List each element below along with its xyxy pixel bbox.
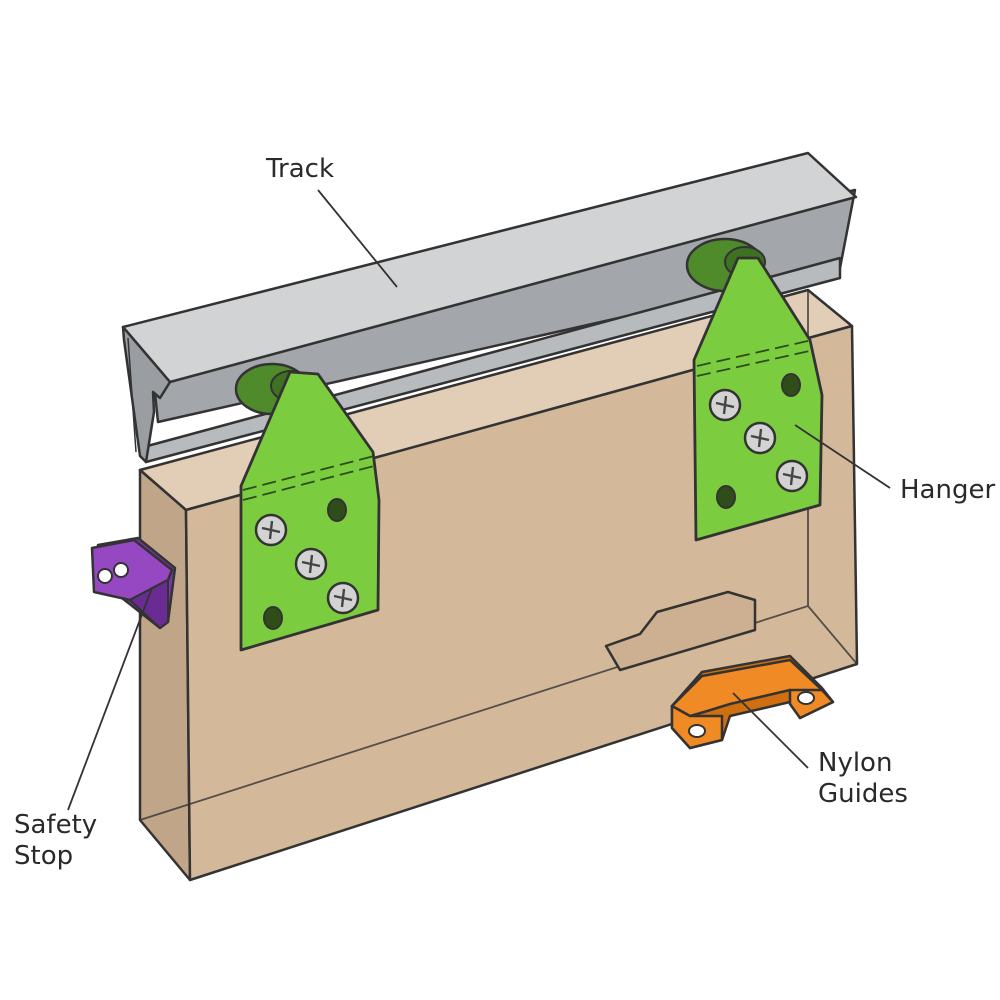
track-label-text: Track [266, 154, 335, 184]
phillips-screw-icon [708, 388, 742, 422]
safety-stop-leader-line [67, 587, 153, 811]
nylon-guide-channel [604, 590, 757, 672]
safety-stop-label: Safety Stop [14, 810, 97, 872]
nylon-guides-leader-line [732, 692, 809, 769]
hanger-plate [239, 370, 381, 652]
safety-stop [90, 536, 177, 630]
nylon-guide [670, 654, 835, 750]
track-leader-line [317, 189, 398, 288]
phillips-screw-icon [775, 459, 809, 493]
safety-stop-label-line-1: Safety [14, 810, 98, 840]
nylon-guides-label: Nylon Guides [818, 748, 908, 810]
hanger-right [685, 237, 824, 542]
hanger-leader-line [794, 424, 891, 489]
phillips-screw-icon [254, 513, 288, 547]
phillips-screw-icon [326, 581, 360, 615]
hanger-label-text: Hanger [900, 475, 996, 505]
nylon-guides-label-line-2: Guides [818, 779, 908, 809]
mount-hole-icon [263, 606, 283, 630]
nylon-guides-label-line-1: Nylon [818, 748, 893, 778]
hanger-label: Hanger [900, 475, 995, 506]
mount-hole-icon [781, 373, 801, 397]
mount-hole-icon [716, 485, 736, 509]
track-label: Track [266, 154, 334, 185]
track-end-profile [121, 325, 172, 464]
leader-lines [67, 189, 891, 811]
hanger-left [234, 362, 381, 652]
mount-hole-icon [327, 498, 347, 522]
phillips-screw-icon [294, 547, 328, 581]
phillips-screw-icon [743, 421, 777, 455]
safety-stop-label-line-2: Stop [14, 841, 74, 871]
